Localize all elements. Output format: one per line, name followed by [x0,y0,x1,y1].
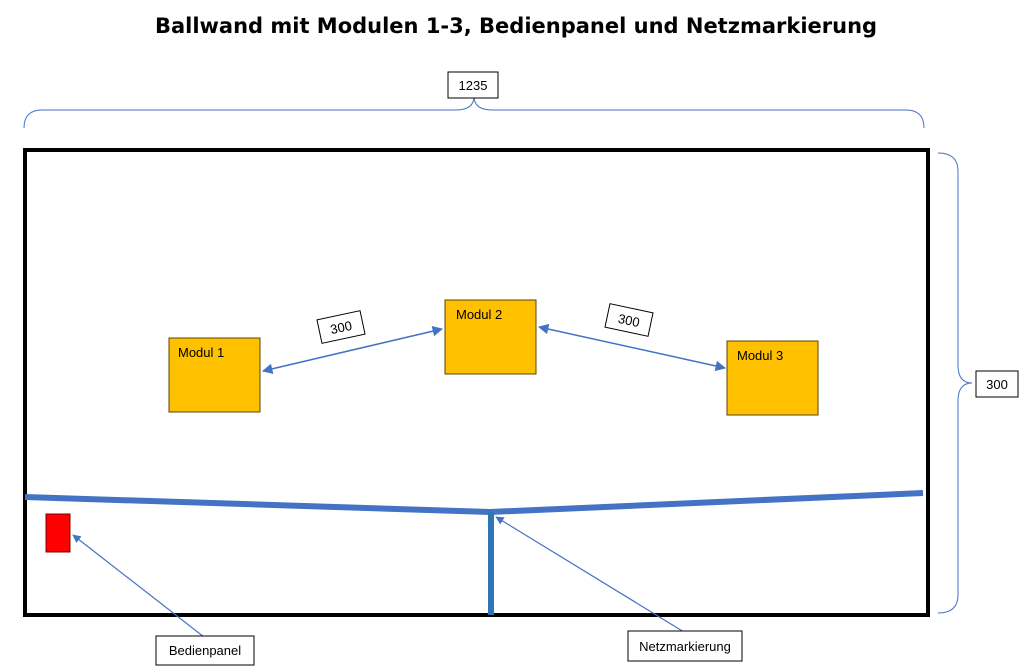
distance-label-1-2: 300 [329,318,353,337]
width-label: 1235 [459,78,488,93]
net-callout-arrow [495,516,685,633]
height-label-box: 300 [975,370,1019,398]
distance-label-1-2-box: 300 [316,310,366,344]
distance-arrow-1-2 [261,326,444,374]
diagram-title: Ballwand mit Modulen 1-3, Bedienpanel un… [155,14,877,38]
distance-arrow-2-3 [537,323,727,372]
panel-callout-arrow [72,534,205,638]
control-panel [45,513,71,553]
module-3-label: Modul 3 [737,348,783,363]
net-callout-box: Netzmarkierung [627,630,743,662]
module-3: Modul 3 [726,340,819,416]
module-2: Modul 2 [444,299,537,375]
module-1-label: Modul 1 [178,345,224,360]
distance-label-2-3-box: 300 [604,303,654,337]
distance-label-2-3: 300 [617,311,641,330]
height-label: 300 [986,377,1008,392]
module-1: Modul 1 [168,337,261,413]
width-label-box: 1235 [447,71,499,99]
net-callout-label: Netzmarkierung [639,639,731,654]
width-brace [23,95,925,129]
panel-callout-label: Bedienpanel [169,643,241,658]
module-2-label: Modul 2 [456,307,502,322]
panel-callout-box: Bedienpanel [155,635,255,666]
height-brace [937,152,973,614]
